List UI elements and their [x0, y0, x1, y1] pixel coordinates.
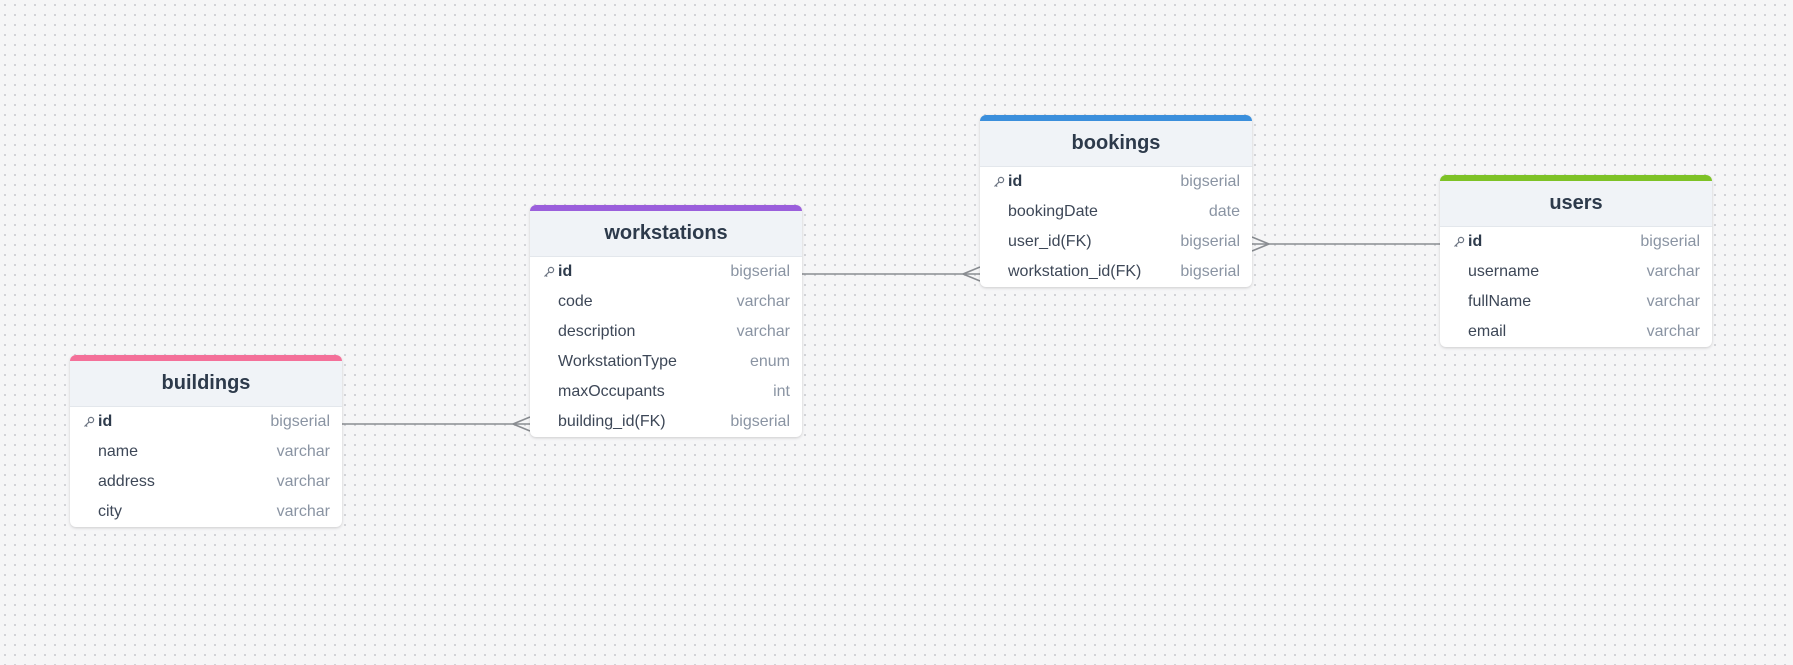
table-accent-bar — [980, 115, 1252, 121]
column-name: id — [1008, 173, 1023, 190]
column-name: id — [1468, 233, 1483, 250]
column-name: workstation_id(FK) — [1008, 263, 1142, 280]
column-row-description[interactable]: description varchar — [530, 317, 802, 347]
column-name: code — [558, 293, 593, 310]
column-row-username[interactable]: username varchar — [1440, 257, 1712, 287]
column-row-address[interactable]: address varchar — [70, 467, 342, 497]
column-row-user-id[interactable]: user_id(FK) bigserial — [980, 227, 1252, 257]
column-name: fullName — [1468, 293, 1532, 310]
column-type: varchar — [736, 293, 790, 310]
table-users[interactable]: users id bigserial username varchar full… — [1440, 175, 1712, 347]
column-name: id — [98, 413, 113, 430]
key-icon — [542, 265, 556, 279]
column-name: user_id(FK) — [1008, 233, 1092, 250]
column-row-workstation-id[interactable]: workstation_id(FK) bigserial — [980, 257, 1252, 287]
table-header[interactable]: bookings — [980, 121, 1252, 167]
column-row-name[interactable]: name varchar — [70, 437, 342, 467]
table-title: bookings — [1071, 132, 1161, 154]
column-name: username — [1468, 263, 1540, 280]
table-bookings[interactable]: bookings id bigserial bookingDate date u… — [980, 115, 1252, 287]
relation-workstations-bookings[interactable] — [802, 266, 981, 282]
column-type: bigserial — [730, 413, 790, 430]
table-header[interactable]: buildings — [70, 361, 342, 407]
column-type: bigserial — [1180, 173, 1240, 190]
crowfoot-many-icon — [1251, 236, 1270, 245]
key-icon — [992, 175, 1006, 189]
crowfoot-many-icon — [512, 416, 531, 425]
crowfoot-many-icon — [962, 266, 981, 275]
key-icon — [1452, 235, 1466, 249]
column-type: varchar — [1646, 293, 1700, 310]
column-row-id[interactable]: id bigserial — [70, 407, 342, 437]
column-row-id[interactable]: id bigserial — [980, 167, 1252, 197]
column-row-email[interactable]: email varchar — [1440, 317, 1712, 347]
column-type: varchar — [1646, 263, 1700, 280]
column-type: bigserial — [730, 263, 790, 280]
column-name: WorkstationType — [558, 353, 677, 370]
table-workstations[interactable]: workstations id bigserial code varchar d… — [530, 205, 802, 437]
column-row-building-id[interactable]: building_id(FK) bigserial — [530, 407, 802, 437]
column-row-fullname[interactable]: fullName varchar — [1440, 287, 1712, 317]
table-title: buildings — [161, 372, 251, 394]
relation-buildings-workstations[interactable] — [341, 416, 531, 432]
column-name: id — [558, 263, 573, 280]
table-accent-bar — [70, 355, 342, 361]
column-row-id[interactable]: id bigserial — [530, 257, 802, 287]
column-row-id[interactable]: id bigserial — [1440, 227, 1712, 257]
column-type: date — [1208, 203, 1240, 220]
table-title: workstations — [604, 222, 728, 244]
column-row-code[interactable]: code varchar — [530, 287, 802, 317]
relation-users-bookings[interactable] — [1251, 236, 1440, 252]
column-row-bookingdate[interactable]: bookingDate date — [980, 197, 1252, 227]
table-accent-bar — [530, 205, 802, 211]
table-accent-bar — [1440, 175, 1712, 181]
column-type: int — [773, 383, 790, 400]
column-row-workstationtype[interactable]: WorkstationType enum — [530, 347, 802, 377]
table-header[interactable]: workstations — [530, 211, 802, 257]
column-name: maxOccupants — [558, 383, 665, 400]
column-name: building_id(FK) — [558, 413, 666, 430]
table-buildings[interactable]: buildings id bigserial name varchar addr… — [70, 355, 342, 527]
table-title: users — [1549, 192, 1603, 214]
column-name: description — [558, 323, 636, 340]
column-name: address — [98, 473, 155, 490]
column-type: enum — [749, 353, 790, 370]
column-type: bigserial — [1180, 233, 1240, 250]
column-type: varchar — [276, 443, 330, 460]
column-name: email — [1468, 323, 1507, 340]
column-row-city[interactable]: city varchar — [70, 497, 342, 527]
column-row-maxoccupants[interactable]: maxOccupants int — [530, 377, 802, 407]
column-name: city — [98, 503, 122, 520]
column-type: varchar — [276, 473, 330, 490]
column-type: varchar — [736, 323, 790, 340]
column-type: bigserial — [270, 413, 330, 430]
column-type: bigserial — [1180, 263, 1240, 280]
column-type: varchar — [1646, 323, 1700, 340]
column-type: varchar — [276, 503, 330, 520]
column-type: bigserial — [1640, 233, 1700, 250]
table-header[interactable]: users — [1440, 181, 1712, 227]
column-name: bookingDate — [1008, 203, 1098, 220]
key-icon — [82, 415, 96, 429]
column-name: name — [98, 443, 139, 460]
